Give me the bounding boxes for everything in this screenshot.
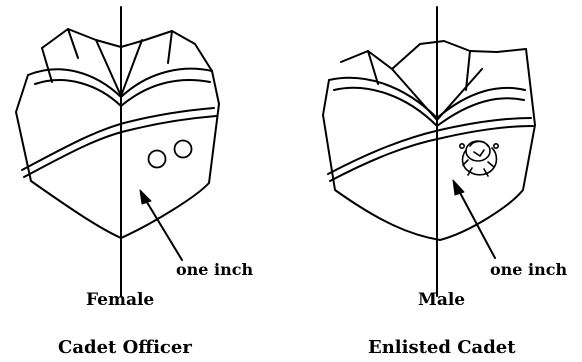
male-measure-label: one inch bbox=[490, 262, 567, 278]
male-measure-arrow bbox=[458, 189, 495, 258]
male-arrow-head bbox=[453, 180, 464, 195]
female-rank-label: Cadet Officer bbox=[58, 339, 192, 357]
female-garrison-cap bbox=[16, 29, 219, 238]
male-enlisted-emblem bbox=[460, 141, 498, 176]
female-measure-label: one inch bbox=[176, 262, 253, 278]
female-arrow-head bbox=[140, 190, 151, 204]
female-officer-insignia bbox=[149, 141, 192, 168]
male-gender-label: Male bbox=[418, 292, 465, 309]
female-gender-label: Female bbox=[86, 292, 154, 309]
male-garrison-cap bbox=[323, 41, 535, 240]
male-rank-label: Enlisted Cadet bbox=[368, 339, 516, 357]
